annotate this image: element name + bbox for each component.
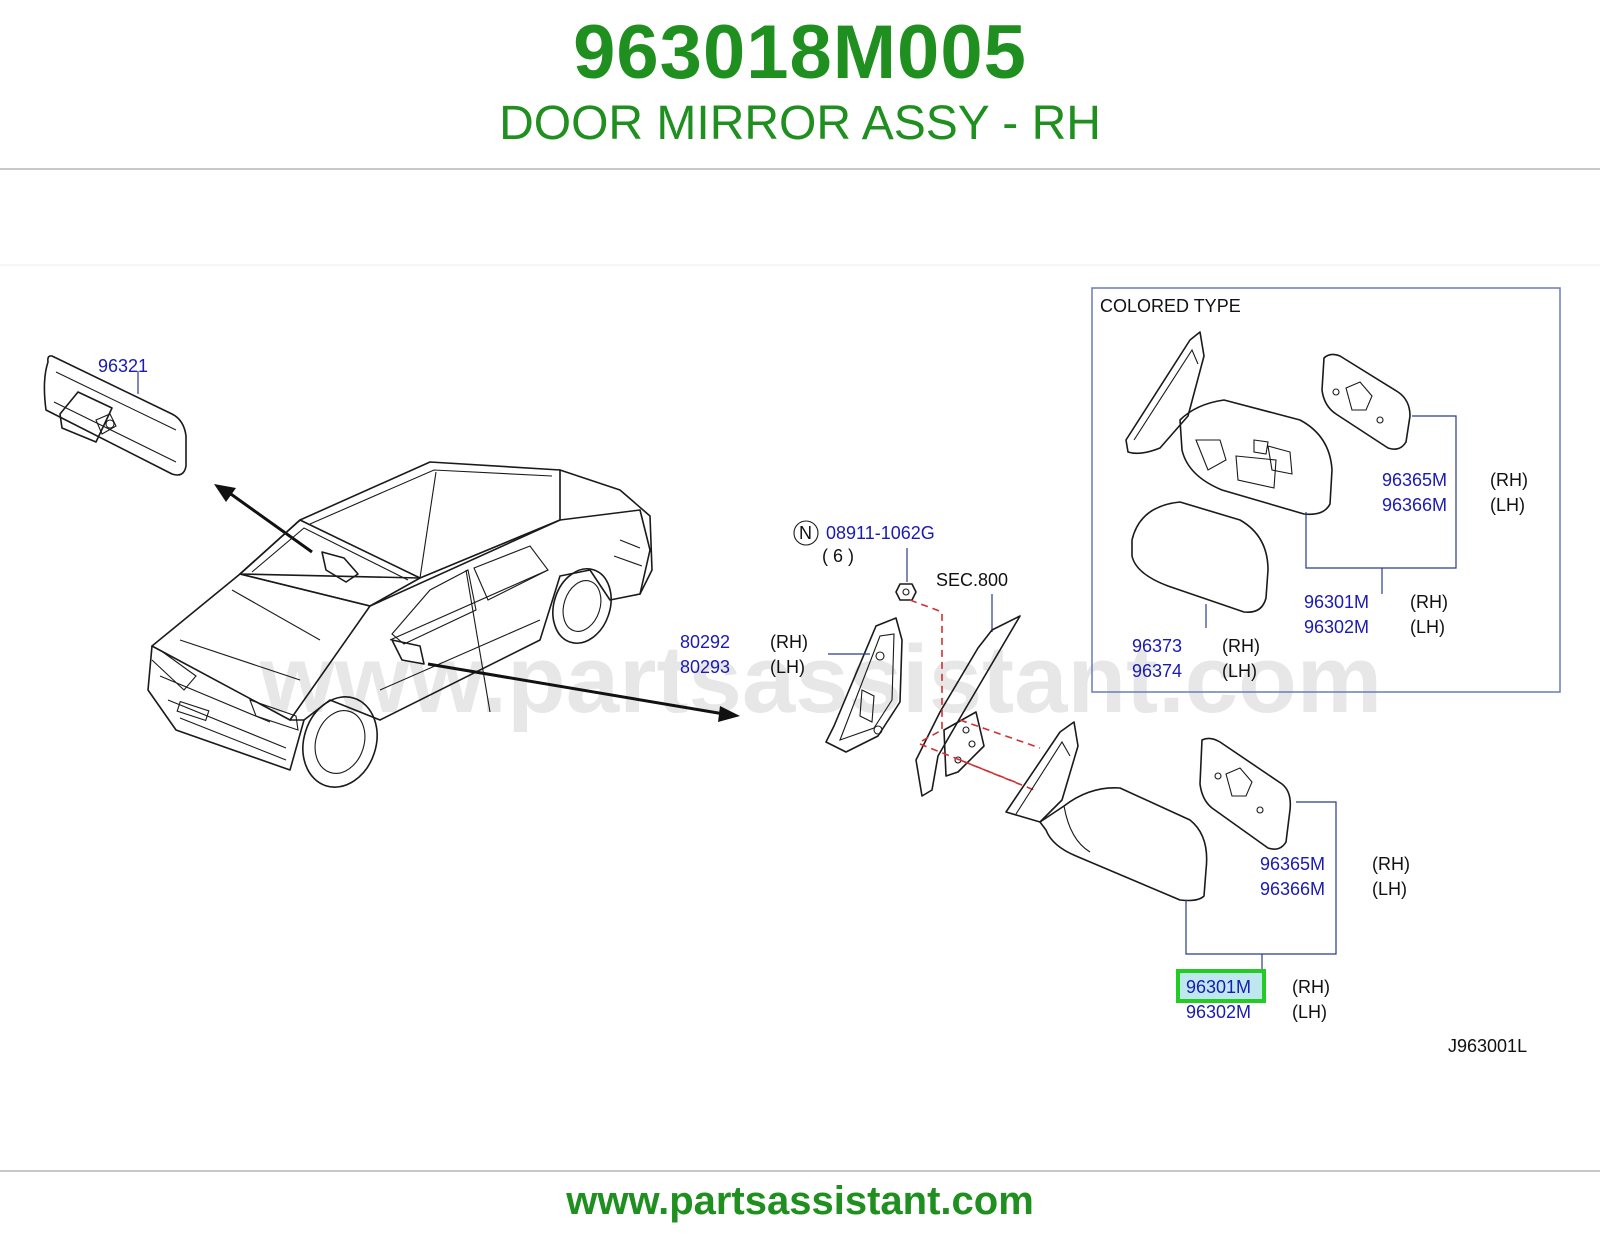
footer-divider: [0, 1170, 1600, 1172]
page-header: 963018M005 DOOR MIRROR ASSY - RH: [0, 0, 1600, 170]
side-96301M: (RH): [1292, 977, 1330, 997]
drawing-code: J963001L: [1448, 1036, 1527, 1056]
side-96374: (LH): [1222, 661, 1257, 681]
side-colored-96366M: (LH): [1490, 495, 1525, 515]
label-96366M[interactable]: 96366M: [1260, 879, 1325, 899]
colored-leader-bracket: [1305, 415, 1457, 569]
side-80292: (RH): [770, 632, 808, 652]
inner-mirror-drawing: [43, 355, 187, 476]
bolt-quantity: ( 6 ): [822, 546, 854, 566]
arrow-to-inner-mirror: [214, 484, 313, 554]
side-96366M: (LH): [1372, 879, 1407, 899]
label-96302M[interactable]: 96302M: [1186, 1002, 1251, 1022]
sec-800-label: SEC.800: [936, 570, 1008, 590]
label-96321[interactable]: 96321: [98, 356, 148, 376]
side-96373: (RH): [1222, 636, 1260, 656]
bolt-symbol: N: [799, 523, 812, 543]
bolt-drawing: [895, 583, 917, 601]
side-80293: (LH): [770, 657, 805, 677]
colored-mirror-drawing: [1125, 331, 1333, 516]
arrow-to-door-mirror: [427, 662, 740, 722]
side-colored-96302M: (LH): [1410, 617, 1445, 637]
label-80292[interactable]: 80292: [680, 632, 730, 652]
door-mirror-drawing: [1005, 721, 1208, 902]
footer-url[interactable]: www.partsassistant.com: [566, 1179, 1034, 1223]
colored-cover-drawing: [1131, 501, 1269, 614]
bolt-callout: [793, 520, 819, 546]
label-96373[interactable]: 96373: [1132, 636, 1182, 656]
label-colored-96366M[interactable]: 96366M: [1382, 495, 1447, 515]
highlight-box-96301M: [1176, 969, 1266, 1003]
label-colored-96365M[interactable]: 96365M: [1382, 470, 1447, 490]
side-colored-96365M: (RH): [1490, 470, 1528, 490]
part-number-title: 963018M005: [573, 10, 1027, 95]
colored-type-box: [1091, 287, 1561, 693]
mirror-glass-drawing: [1199, 737, 1292, 850]
car-drawing: [147, 461, 653, 788]
label-96365M[interactable]: 96365M: [1260, 854, 1325, 874]
label-08911-1062G[interactable]: 08911-1062G: [826, 523, 935, 543]
label-96301M[interactable]: 96301M: [1186, 977, 1251, 997]
label-colored-96301M[interactable]: 96301M: [1304, 592, 1369, 612]
side-96302M: (LH): [1292, 1002, 1327, 1022]
part-description: DOOR MIRROR ASSY - RH: [499, 97, 1101, 150]
colored-type-label: COLORED TYPE: [1100, 296, 1241, 316]
side-96365M: (RH): [1372, 854, 1410, 874]
label-80293[interactable]: 80293: [680, 657, 730, 677]
header-divider: [0, 168, 1600, 170]
colored-glass-drawing: [1321, 353, 1411, 450]
assembly-dashed-lines: [909, 599, 1041, 791]
label-96374[interactable]: 96374: [1132, 661, 1182, 681]
side-colored-96301M: (RH): [1410, 592, 1448, 612]
corner-cover-drawing: [825, 617, 903, 753]
watermark-text: www.partsassistant.com: [259, 626, 1382, 733]
label-colored-96302M[interactable]: 96302M: [1304, 617, 1369, 637]
